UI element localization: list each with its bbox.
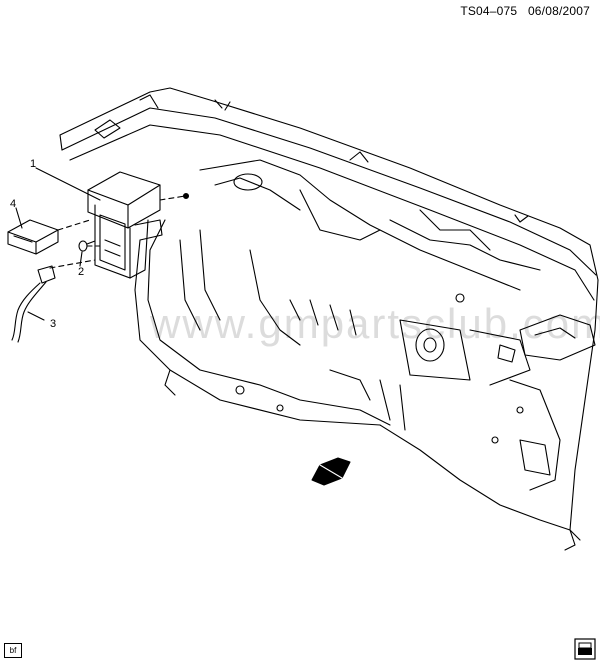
callout-1: 1 <box>30 158 37 170</box>
leader-lines <box>15 167 101 321</box>
callout-2: 2 <box>78 266 85 278</box>
mounting-point <box>182 192 190 200</box>
dash-panel-assembly <box>59 87 599 551</box>
diagram-date: 06/08/2007 <box>527 4 590 18</box>
front-direction-arrow <box>311 457 351 486</box>
callout-4: 4 <box>10 198 17 210</box>
print-icon <box>574 638 596 660</box>
diagram-header: TS04–075 06/08/2007 <box>460 4 590 18</box>
callout-3: 3 <box>50 318 57 330</box>
part-4-plate <box>7 219 59 255</box>
watermark-text: www.gmpartsclub.com <box>150 300 600 347</box>
part-3-harness <box>11 265 56 343</box>
diagram-code: TS04–075 <box>460 4 518 18</box>
footer-tag: bf <box>4 643 22 658</box>
exploded-view-lines <box>49 195 186 269</box>
part-1-module <box>87 171 163 279</box>
